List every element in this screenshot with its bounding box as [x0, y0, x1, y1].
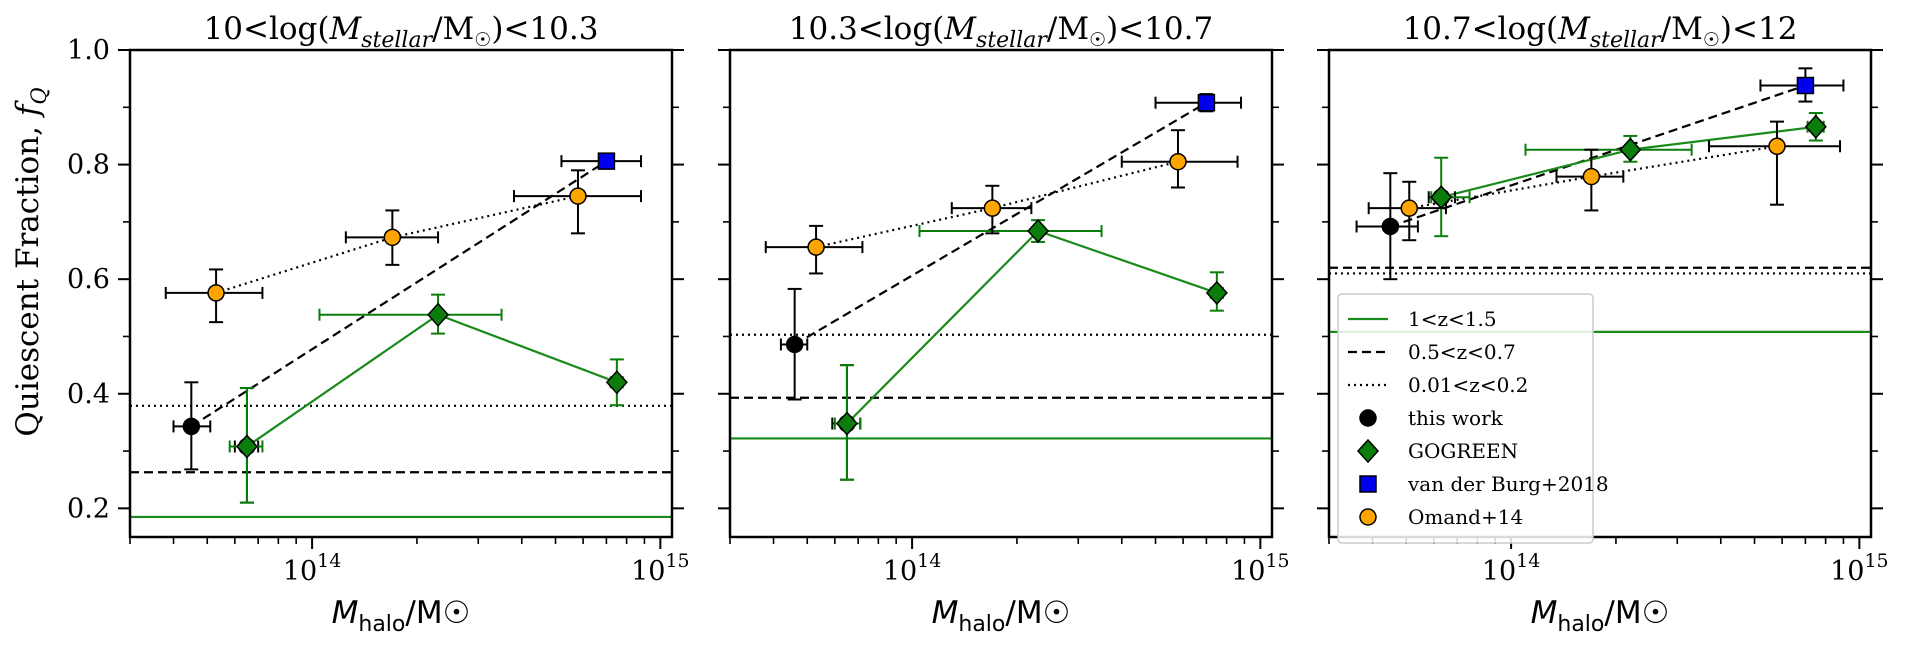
data-point-diamond: [427, 302, 450, 327]
error-bar: [1707, 120, 1842, 206]
x-ticks: 1014 1015: [129, 537, 690, 587]
data-point-circle: [1169, 152, 1187, 171]
plot-area: [730, 93, 1272, 481]
series-line-solid: [846, 229, 1218, 425]
series-line-dashed: [794, 101, 1207, 346]
data-point-square: [1197, 93, 1216, 112]
legend-label: this work: [1408, 406, 1504, 430]
legend-circle-swatch: [1359, 508, 1377, 526]
data-point-diamond: [605, 370, 628, 395]
panel-title: 10.7<log(Mstellar/M☉)<12: [1403, 11, 1798, 53]
legend-entry: 1<z<1.5: [1348, 307, 1497, 331]
y-tick-label: 0.6: [67, 264, 110, 295]
data-point-square: [597, 152, 616, 170]
x-tick-label: 1015: [1231, 550, 1290, 587]
data-point-circle: [983, 199, 1002, 217]
y-ticks: [1317, 49, 1883, 510]
legend-circle-swatch: [1359, 409, 1377, 427]
data-point-circle: [569, 187, 587, 205]
legend-entry: this work: [1359, 406, 1504, 430]
axes-frame: [728, 48, 1274, 539]
x-tick-label: 1014: [1482, 550, 1541, 587]
series-line-dashed: [190, 160, 607, 428]
legend: 1<z<1.5 0.5<z<0.7 0.01<z<0.2 this workGOGRE…: [1337, 293, 1609, 544]
data-point-circle: [383, 228, 402, 247]
legend-label: 0.01<z<0.2: [1408, 373, 1528, 397]
x-tick-label: 1014: [883, 550, 942, 587]
error-bar: [918, 219, 1103, 243]
legend-entry: GOGREEN: [1356, 438, 1518, 464]
legend-entry: 0.01<z<0.2: [1348, 373, 1528, 397]
data-point-circle: [182, 417, 201, 436]
svg-text:Quiescent Fraction, fQ: Quiescent Fraction, fQ: [10, 87, 51, 436]
data-point-circle: [207, 284, 225, 302]
legend-label: van der Burg+2018: [1407, 472, 1609, 496]
y-ticks: [718, 49, 1284, 510]
y-ticks: 0.2 0.4 0.6 0.8 1.0: [67, 35, 684, 524]
axes-frame: [128, 48, 674, 539]
x-tick-label: 1015: [1830, 550, 1889, 587]
y-tick-label: 0.4: [67, 379, 110, 410]
legend-label: 0.5<z<0.7: [1408, 340, 1516, 364]
error-bar: [1524, 134, 1693, 163]
x-axis-label: Mhalo/M☉: [332, 595, 471, 637]
panel-title: 10<log(Mstellar/M☉)<10.3: [204, 11, 599, 53]
x-ticks: 1014 1015: [1328, 537, 1889, 587]
data-point-diamond: [1027, 218, 1050, 244]
legend-entry: 0.5<z<0.7: [1348, 340, 1516, 364]
y-tick-label: 1.0: [67, 35, 110, 66]
data-point-circle: [1768, 137, 1786, 156]
x-axis-label: Mhalo/M☉: [932, 595, 1071, 637]
panel-title: 10.3<log(Mstellar/M☉)<10.7: [789, 11, 1213, 53]
legend-box: [1337, 293, 1594, 544]
legend-label: 1<z<1.5: [1408, 307, 1497, 331]
y-axis-label: Quiescent Fraction, fQ: [10, 87, 51, 436]
x-ticks: 1014 1015: [729, 537, 1290, 587]
data-point-diamond: [1430, 185, 1453, 210]
data-point-square: [1796, 76, 1815, 95]
series-line-dashed: [1389, 84, 1806, 228]
y-tick-label: 0.8: [67, 150, 110, 181]
data-point-diamond: [835, 411, 858, 436]
legend-label: GOGREEN: [1408, 439, 1518, 463]
legend-diamond-swatch: [1356, 438, 1380, 464]
data-point-circle: [807, 238, 825, 256]
data-point-diamond: [1619, 137, 1642, 162]
data-point-circle: [1582, 167, 1601, 186]
data-point-diamond: [235, 434, 258, 459]
x-axis-label: Mhalo/M☉: [1531, 595, 1670, 637]
data-point-circle: [1400, 199, 1419, 217]
legend-label: Omand+14: [1408, 505, 1523, 529]
legend-square-swatch: [1359, 475, 1377, 493]
legend-entry: van der Burg+2018: [1359, 472, 1609, 496]
data-point-circle: [1381, 217, 1400, 236]
plot-area: [130, 152, 672, 519]
data-point-diamond: [1205, 280, 1228, 306]
data-point-diamond: [1804, 114, 1827, 139]
axes-frame: [1327, 48, 1873, 539]
x-tick-label: 1015: [631, 550, 690, 587]
legend-entry: Omand+14: [1359, 505, 1523, 529]
series-line-dotted: [215, 195, 579, 294]
x-tick-label: 1014: [283, 550, 342, 587]
data-point-circle: [785, 335, 804, 354]
plot-area: [1329, 67, 1871, 333]
y-tick-label: 0.2: [67, 493, 110, 524]
